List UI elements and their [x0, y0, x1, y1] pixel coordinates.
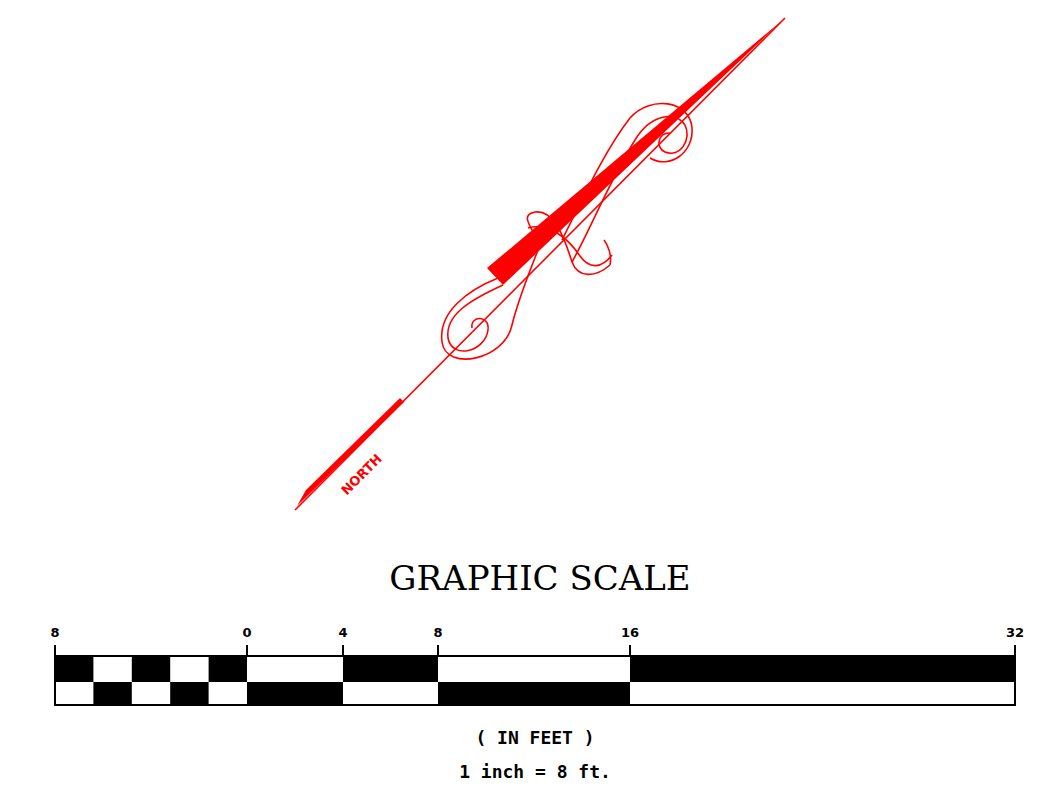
- scale-bar: [55, 645, 1015, 705]
- north-arrow: [295, 18, 785, 510]
- scale-number: 4: [338, 626, 347, 639]
- scale-number: 8: [433, 626, 442, 639]
- units-note: ( IN FEET ): [475, 729, 594, 747]
- scale-number: 0: [242, 626, 251, 639]
- scale-ratio: 1 inch = 8 ft.: [459, 763, 611, 781]
- scale-number: 32: [1006, 626, 1024, 639]
- scale-number: 16: [621, 626, 639, 639]
- scale-title: GRAPHIC SCALE: [389, 561, 690, 595]
- scale-number: 8: [50, 626, 59, 639]
